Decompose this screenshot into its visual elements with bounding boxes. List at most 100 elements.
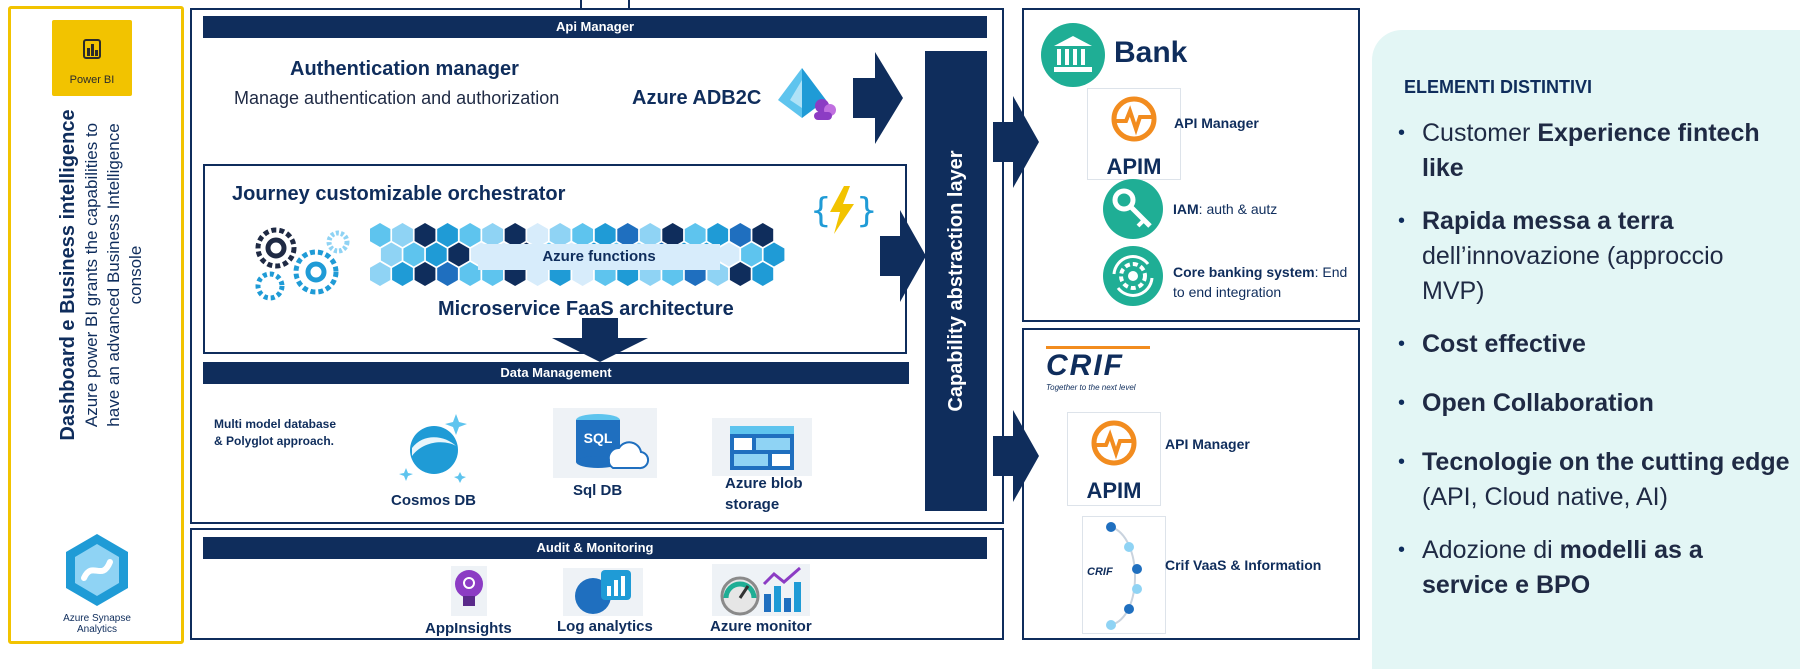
hexagon-cell [369,262,391,286]
b4-bold: Open Collaboration [1422,389,1654,417]
b6-pre: Adozione di [1422,536,1560,564]
elementi-list: Customer Experience fintech like Rapida … [1392,116,1792,603]
crif-api-manager: API Manager [1165,436,1250,452]
hexagon-cell [392,223,413,247]
bi-panel [8,6,184,644]
hexagon-cell [414,262,436,286]
b2-bold: Rapida messa a terra [1422,207,1674,235]
adb2c-icon [774,66,838,127]
capability-layer [925,51,987,511]
hexagon-cell [414,223,436,247]
auth-subtitle: Manage authentication and authorization [234,88,560,108]
audit-frame [190,528,1004,640]
data-management-bar: Data Management [203,362,909,384]
b1-pre: Customer [1422,119,1538,147]
hexagon-cell [527,223,548,247]
audit-bar: Audit & Monitoring [203,537,987,559]
apim-icon [1111,96,1157,142]
core-text-1: Core banking system: End [1173,264,1347,280]
cosmos-label: Cosmos DB [391,492,477,509]
hexagon-cell [459,223,481,247]
bank-arrow [993,96,1039,188]
crif-vaas-label: Crif VaaS & Information [1165,557,1322,573]
adb2c-label: Azure ADB2C [632,87,762,109]
hexagon-cell [617,223,639,247]
hexagon-cell [392,262,413,286]
b5-rest: (API, Cloud native, AI) [1422,483,1668,511]
hexagon-cell [763,242,785,267]
bank-icon [1040,22,1106,93]
hexagon-cell [549,223,571,247]
powerbi-logo: Power BI [52,20,132,96]
hexagon-cell [459,262,481,286]
blob-label-1: Azure blob [725,475,803,492]
elementi-item-1: Customer Experience fintech like [1392,116,1792,186]
gears-icon [240,218,352,313]
bi-title: Dashboard e Business intelligence [57,109,79,441]
bank-frame [1022,8,1360,322]
azure-functions-icon: { } [810,184,878,241]
crif-logo-text: CRIF [1046,346,1150,383]
blob-icon [712,418,812,481]
azure-monitor-icon [712,564,810,621]
auth-arrow [853,52,903,144]
hexagon-cell [752,262,774,286]
hexagon-cell [448,242,470,267]
elementi-item-5: Tecnologie on the cutting edge (API, Clo… [1392,445,1792,515]
journey-title: Journey customizable orchestrator [232,183,566,205]
synapse-label: Azure Synapse Analytics [63,613,131,635]
log-analytics-icon [563,568,643,621]
blob-label-2: storage [725,496,780,513]
iam-bold: IAM [1173,201,1199,217]
svg-text:CRIF: CRIF [1087,566,1113,578]
sql-icon: SQL [553,408,657,478]
core-text-2: to end integration [1173,284,1282,300]
appinsights-label: AppInsights [425,620,512,637]
hexagon-cell [639,223,661,247]
synapse-logo: Azure Synapse Analytics [42,530,152,635]
bank-apim-tile: APIM [1087,88,1181,180]
hexagon-cell [482,223,503,247]
powerbi-label: Power BI [69,74,115,86]
bank-apim-text: APIM [1106,154,1162,179]
hexagon-cell [504,223,526,247]
crif-arrow [993,410,1039,502]
bi-desc-1: Azure power BI grants the capabilities t… [82,122,101,428]
log-analytics-label: Log analytics [557,618,653,635]
hexagon-cell [718,242,740,267]
iam-icon [1100,178,1166,245]
hexagon-cell [572,223,593,247]
crif-tagline: Together to the next level [1046,383,1136,392]
iam-rest: : auth & autz [1198,201,1278,217]
b2-rest: dell’innovazione (approccio MVP) [1422,242,1724,305]
elementi-item-6: Adozione di modelli as a service e BPO [1392,533,1792,603]
crif-apim-text: APIM [1086,478,1142,503]
b1-bold: Experience fintech like [1422,119,1760,182]
iam-text: IAM: auth & autz [1173,201,1277,217]
sql-icon-text: SQL [583,430,613,446]
bi-vertical-text: Dashboard e Business intelligence Azure … [55,75,165,475]
crif-vaas-diagram: CRIF [1082,516,1166,634]
hexagon-cell [437,223,458,247]
sql-label: Sql DB [573,482,623,499]
elementi-item-2: Rapida messa a terra dell’innovazione (a… [1392,204,1792,309]
hexagon-cell [707,223,729,247]
bi-desc-3: console [126,245,145,305]
synapse-icon [66,534,128,606]
bi-desc-2: have an advanced Business Intelligence [104,123,123,427]
hexagon-cell [369,223,391,247]
multi-model-line1: Multi model database [214,417,337,431]
elementi-title: ELEMENTI DISTINTIVI [1404,77,1593,97]
azure-monitor-label: Azure monitor [710,618,812,635]
hexagon-cell [729,223,751,247]
elementi-item-3: Cost effective [1392,327,1792,362]
hexagon-cell [662,223,684,247]
hexagon-cell [594,223,616,247]
svg-text:{: { [810,191,832,231]
crif-logo: CRIF Together to the next level [1046,346,1150,396]
appinsights-icon [451,566,487,621]
cosmos-icon [396,410,472,491]
core-bold: Core banking system [1173,264,1315,280]
b3-bold: Cost effective [1422,330,1586,358]
crif-apim-icon [1091,420,1137,466]
